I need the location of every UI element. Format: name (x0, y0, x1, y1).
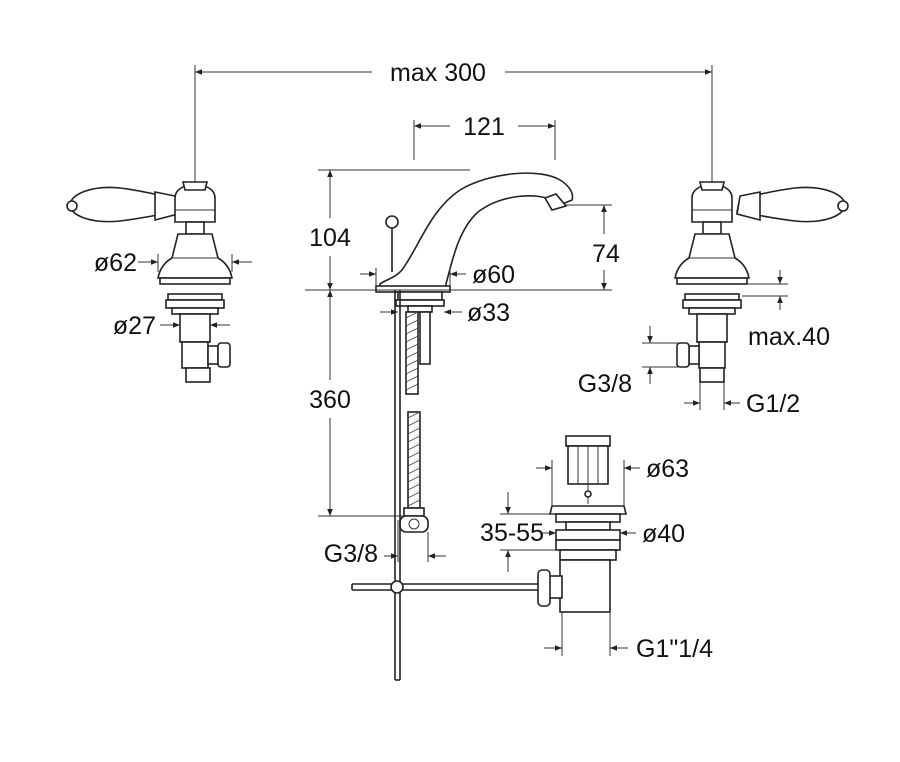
handle-base-diameter-dimension: ø62 (94, 249, 252, 277)
right-handle-valve (674, 181, 849, 383)
waste-range-dimension: 35-55 (480, 492, 556, 572)
waste-head-diameter-dimension: ø63 (536, 455, 689, 506)
hose-length-label: 360 (309, 386, 351, 414)
spout-height-label: 104 (309, 224, 351, 252)
spout: 121 (375, 113, 574, 533)
inlet-right-thread-label: G1/2 (746, 390, 800, 418)
waste-body-diameter-dimension: ø40 (542, 520, 685, 548)
hose-thread-label: G3/8 (324, 540, 378, 568)
spout-reach-label: 121 (463, 113, 505, 141)
waste-assembly (351, 290, 628, 681)
left-handle-valve (66, 181, 233, 383)
waste-range-label: 35-55 (480, 519, 544, 547)
max-deck-label: max.40 (748, 323, 830, 351)
hose-thread-dimension: G3/8 (324, 520, 446, 568)
inlet-left-thread-label: G3/8 (578, 370, 632, 398)
max-deck-dimension: max.40 (742, 270, 830, 351)
waste-thread-dimension: G1"1/4 (544, 612, 713, 663)
handle-shank-diameter-dimension: ø27 (113, 312, 230, 340)
max-width-label: max 300 (390, 59, 486, 87)
waste-head-diameter-label: ø63 (646, 455, 689, 483)
waste-thread-label: G1"1/4 (636, 635, 713, 663)
base-diameter-dimension: ø60 (360, 261, 515, 289)
spout-height-dimension: 104 (309, 169, 470, 290)
outlet-height-dimension: 74 (566, 204, 620, 290)
inlet-right-thread-dimension: G1/2 (684, 382, 800, 418)
waste-body-diameter-label: ø40 (642, 520, 685, 548)
inlet-left-thread-dimension: G3/8 (578, 326, 678, 398)
shank-diameter-label: ø33 (467, 299, 510, 327)
shank-diameter-dimension: ø33 (380, 299, 510, 327)
base-diameter-label: ø60 (472, 261, 515, 289)
handle-base-diameter-label: ø62 (94, 249, 137, 277)
handle-shank-diameter-label: ø27 (113, 312, 156, 340)
overall-width-dimension: max 300 (194, 59, 713, 190)
hose-length-dimension: 360 (309, 290, 404, 517)
outlet-height-label: 74 (592, 240, 620, 268)
